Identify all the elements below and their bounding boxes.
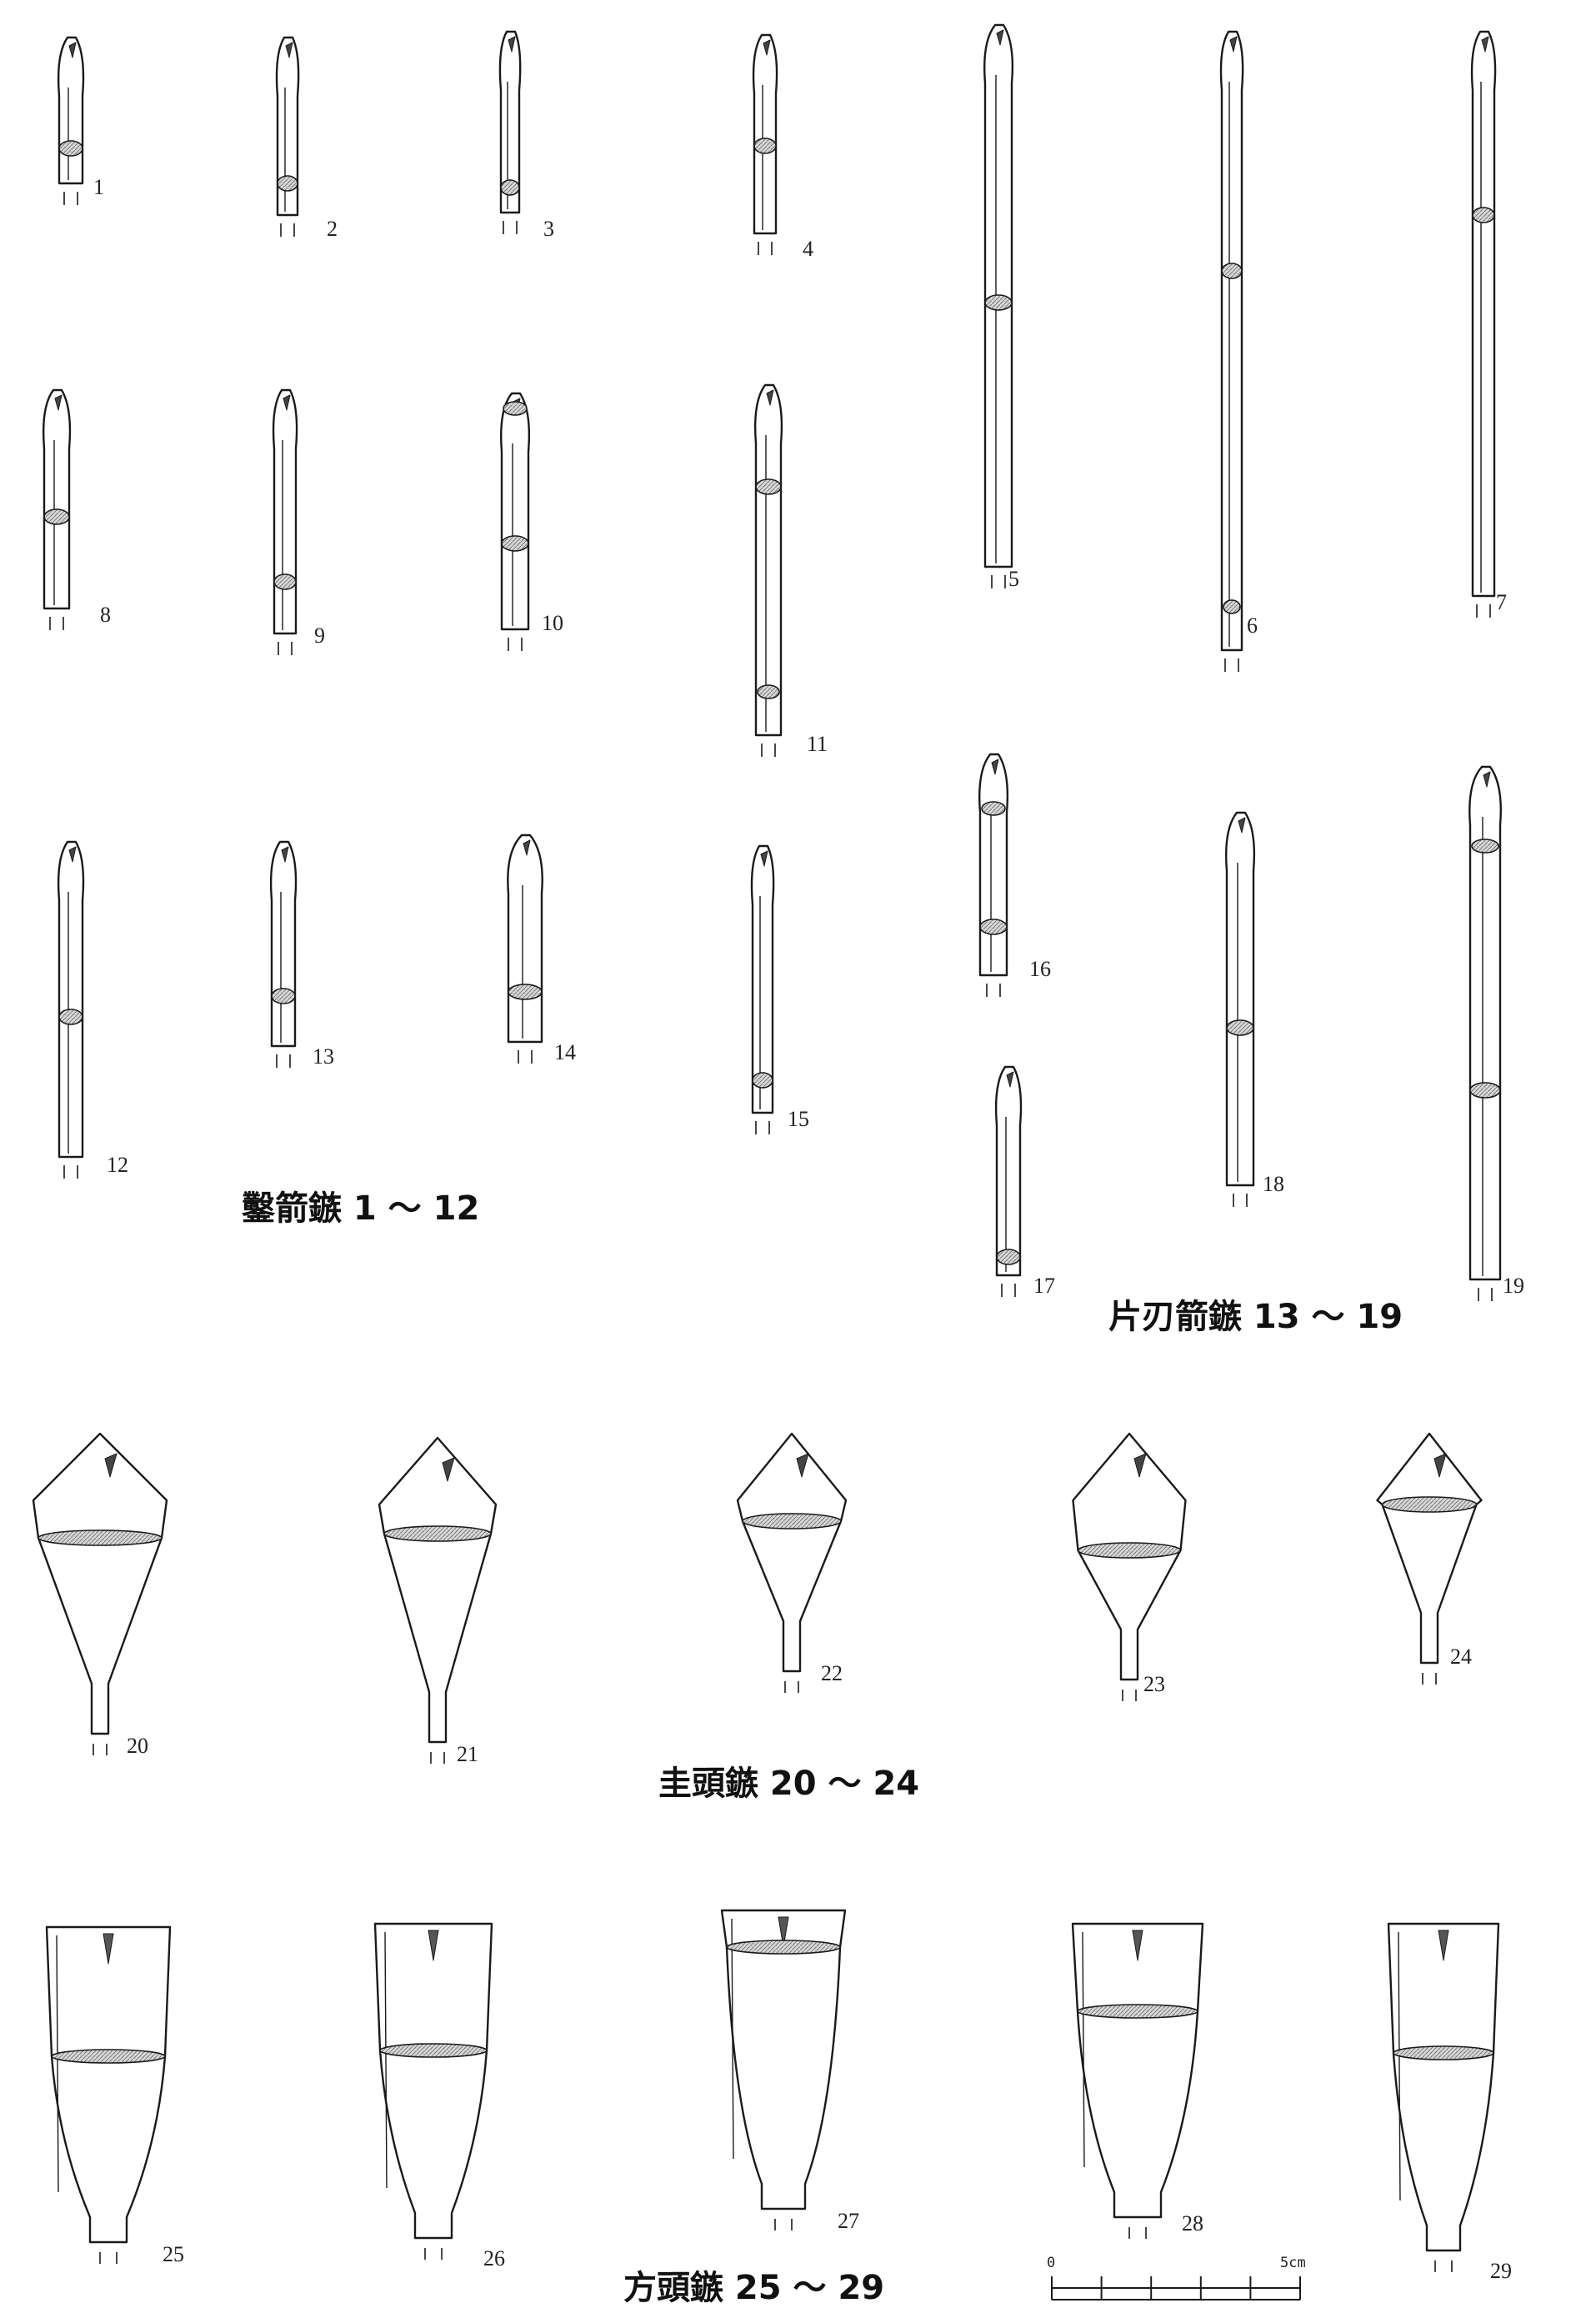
figure-number-24: 24 (1450, 1645, 1472, 1669)
arrowhead-2 (275, 36, 300, 237)
figure-number-1: 1 (93, 175, 104, 199)
figure-number-15: 15 (788, 1107, 809, 1131)
scale-bar (1051, 2276, 1301, 2300)
figure-number-25: 25 (163, 2242, 184, 2266)
arrowhead-17 (994, 1065, 1023, 1297)
figure-number-10: 10 (542, 611, 563, 635)
arrowhead-5 (983, 23, 1014, 588)
arrowhead-13 (269, 840, 298, 1068)
figure-number-16: 16 (1029, 957, 1051, 981)
arrowhead-18 (1225, 811, 1256, 1207)
figure-number-7: 7 (1496, 590, 1507, 614)
figure-number-22: 22 (821, 1661, 843, 1685)
figure-number-3: 3 (543, 217, 554, 241)
scale-bar-end-label: 5cm (1280, 2255, 1306, 2271)
figure-number-4: 4 (803, 237, 813, 261)
figure-number-11: 11 (807, 732, 828, 756)
arrowhead-24 (1376, 1432, 1483, 1685)
figure-number-14: 14 (554, 1040, 576, 1064)
arrowhead-9 (272, 388, 298, 655)
arrowhead-16 (978, 753, 1009, 997)
figure-number-23: 23 (1143, 1672, 1165, 1696)
figure-number-27: 27 (838, 2209, 859, 2233)
figure-number-12: 12 (107, 1153, 128, 1177)
arrowhead-29 (1387, 1922, 1500, 2272)
arrowhead-23 (1072, 1432, 1187, 1701)
figure-number-26: 26 (483, 2246, 505, 2270)
figure-number-19: 19 (1503, 1274, 1524, 1298)
arrowhead-21 (378, 1436, 498, 1764)
scale-bar-start-label: 0 (1047, 2255, 1056, 2271)
arrowhead-14 (507, 834, 543, 1064)
arrowhead-26 (373, 1922, 493, 2260)
caption-square-head-arrowheads: 方頭鏃 25 〜 29 (623, 2269, 885, 2307)
arrowhead-1 (57, 36, 85, 205)
caption-chisel-arrowheads: 鑿箭鏃 1 〜 12 (242, 1189, 480, 1228)
arrowhead-27 (720, 1909, 847, 2230)
arrowhead-15 (750, 844, 775, 1134)
arrowhead-8 (42, 388, 72, 630)
arrowhead-3 (498, 30, 522, 234)
figure-number-6: 6 (1247, 613, 1258, 638)
caption-pointed-head-arrowheads: 圭頭鏃 20 〜 24 (658, 1765, 920, 1803)
figure-number-13: 13 (313, 1044, 334, 1069)
arrowhead-19 (1468, 765, 1502, 1301)
caption-single-edged-arrowheads: 片刃箭鏃 13 〜 19 (1108, 1298, 1403, 1336)
arrowhead-10 (500, 392, 531, 651)
figure-number-20: 20 (127, 1734, 148, 1758)
arrowhead-6 (1219, 30, 1244, 672)
arrowhead-11 (753, 383, 783, 757)
arrowhead-12 (57, 840, 85, 1179)
figure-number-9: 9 (314, 623, 325, 648)
figure-number-29: 29 (1490, 2259, 1512, 2283)
arrowhead-28 (1071, 1922, 1204, 2239)
arrowhead-20 (32, 1432, 168, 1755)
figure-number-5: 5 (1008, 567, 1019, 591)
arrowhead-4 (752, 33, 778, 255)
figure-number-17: 17 (1033, 1274, 1055, 1298)
arrowhead-22 (736, 1432, 848, 1693)
figure-number-8: 8 (100, 603, 111, 627)
figure-number-2: 2 (327, 217, 338, 241)
arrowhead-7 (1470, 30, 1497, 618)
figure-number-18: 18 (1263, 1172, 1284, 1196)
arrowhead-25 (45, 1925, 172, 2264)
figure-number-21: 21 (457, 1742, 478, 1766)
figure-number-28: 28 (1182, 2211, 1203, 2235)
